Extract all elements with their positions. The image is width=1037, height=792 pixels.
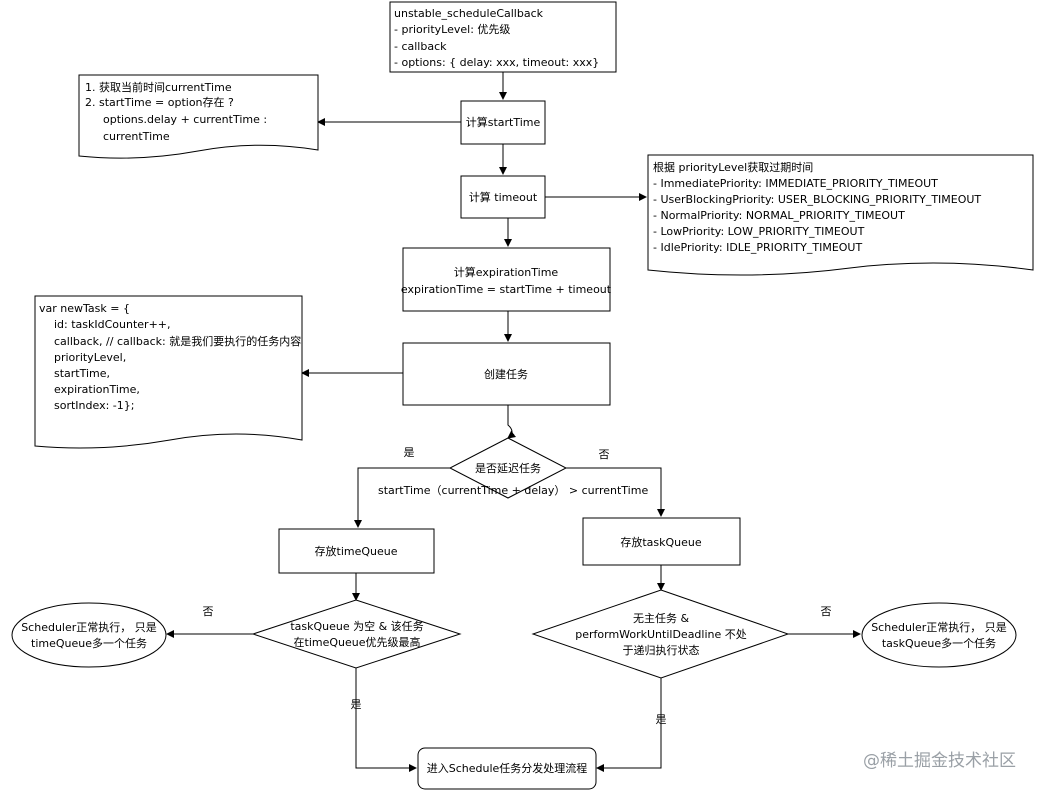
node-right-result: Scheduler正常执行， 只是 taskQueue多一个任务 bbox=[861, 602, 1017, 668]
schedule-callback-line: - options: { delay: xxx, timeout: xxx} bbox=[394, 56, 599, 69]
edge-right-check-to-dispatch bbox=[596, 678, 662, 772]
edge-label-yes-delayed: 是 bbox=[404, 446, 415, 459]
edge-label-no-left: 否 bbox=[203, 605, 214, 618]
timeout-note-line: - IdlePriority: IDLE_PRIORITY_TIMEOUT bbox=[653, 241, 862, 254]
schedule-callback-line: unstable_scheduleCallback bbox=[394, 7, 544, 20]
store-task-queue-label: 存放taskQueue bbox=[620, 535, 702, 549]
right-check-line: performWorkUntilDeadline 不处 bbox=[575, 628, 747, 641]
right-check-line: 无主任务 & bbox=[633, 612, 689, 625]
calc-timeout-label: 计算 timeout bbox=[469, 190, 538, 204]
note-timeout: 根据 priorityLevel获取过期时间 - ImmediatePriori… bbox=[647, 154, 1034, 276]
timeout-note-line: - ImmediatePriority: IMMEDIATE_PRIORITY_… bbox=[653, 177, 938, 190]
watermark: @稀土掘金技术社区 bbox=[863, 751, 1016, 771]
edge-decision-to-taskqueue bbox=[566, 467, 665, 517]
edge-label-no-right: 否 bbox=[821, 605, 832, 618]
node-dispatch: 进入Schedule任务分发处理流程 bbox=[417, 747, 597, 790]
edge-label-yes-right: 是 bbox=[656, 713, 667, 726]
note-new-task: var newTask = { id: taskIdCounter++, cal… bbox=[34, 295, 303, 449]
edge-create-to-decision bbox=[507, 405, 516, 439]
right-result-line: Scheduler正常执行， 只是 bbox=[871, 620, 1007, 634]
create-task-label: 创建任务 bbox=[484, 367, 528, 381]
right-result-line: taskQueue多一个任务 bbox=[882, 636, 996, 650]
new-task-note-line: expirationTime, bbox=[54, 383, 140, 396]
edge-decision-to-timequeue bbox=[354, 467, 450, 528]
edge-label-yes-left: 是 bbox=[351, 698, 362, 711]
node-store-task-queue: 存放taskQueue bbox=[582, 517, 741, 566]
new-task-note-line: callback, // callback: 就是我们要执行的任务内容 bbox=[54, 334, 301, 348]
edge-left-check-to-dispatch bbox=[355, 668, 417, 772]
is-delayed-label: 是否延迟任务 bbox=[475, 462, 541, 475]
node-calc-expiration: 计算expirationTime expirationTime = startT… bbox=[401, 247, 612, 312]
dispatch-label: 进入Schedule任务分发处理流程 bbox=[427, 761, 588, 775]
timeout-note-line: - LowPriority: LOW_PRIORITY_TIMEOUT bbox=[653, 225, 865, 238]
left-check-line: taskQueue 为空 & 该任务 bbox=[290, 619, 423, 633]
calc-start-time-label: 计算startTime bbox=[466, 115, 541, 129]
left-result-line: Scheduler正常执行， 只是 bbox=[21, 620, 157, 634]
new-task-note-line: id: taskIdCounter++, bbox=[54, 318, 171, 331]
edges bbox=[166, 72, 861, 772]
decision-is-delayed: 是否延迟任务 bbox=[448, 437, 568, 499]
node-calc-start-time: 计算startTime bbox=[460, 100, 546, 145]
new-task-note-line: sortIndex: -1}; bbox=[54, 399, 134, 412]
calc-expiration-line: 计算expirationTime bbox=[454, 265, 559, 279]
timeout-note-line: - UserBlockingPriority: USER_BLOCKING_PR… bbox=[653, 193, 981, 206]
calc-expiration-line: expirationTime = startTime + timeout bbox=[401, 283, 612, 296]
node-left-result: Scheduler正常执行， 只是 timeQueue多一个任务 bbox=[11, 602, 167, 668]
condition-label: startTime（currentTime + delay） > current… bbox=[378, 484, 648, 497]
timeout-note-line: 根据 priorityLevel获取过期时间 bbox=[653, 160, 813, 174]
start-time-note-line: 1. 获取当前时间currentTime bbox=[85, 80, 232, 94]
node-schedule-callback: unstable_scheduleCallback - priorityLeve… bbox=[389, 1, 617, 73]
store-time-queue-label: 存放timeQueue bbox=[315, 544, 398, 558]
left-check-line: 在timeQueue优先级最高 bbox=[294, 635, 421, 649]
left-result-line: timeQueue多一个任务 bbox=[31, 636, 147, 650]
right-check-line: 于递归执行状态 bbox=[623, 643, 700, 657]
node-create-task: 创建任务 bbox=[402, 342, 611, 406]
start-time-note-line: options.delay + currentTime : bbox=[103, 113, 267, 126]
new-task-note-line: priorityLevel, bbox=[54, 351, 126, 364]
timeout-note-line: - NormalPriority: NORMAL_PRIORITY_TIMEOU… bbox=[653, 209, 905, 222]
schedule-callback-line: - priorityLevel: 优先级 bbox=[394, 23, 510, 36]
new-task-note-line: startTime, bbox=[54, 367, 110, 380]
decision-right-check: 无主任务 & performWorkUntilDeadline 不处 于递归执行… bbox=[531, 589, 790, 679]
start-time-note-line: 2. startTime = option存在 ? bbox=[85, 95, 234, 109]
edge-label-no-delayed: 否 bbox=[599, 448, 610, 461]
node-store-time-queue: 存放timeQueue bbox=[278, 528, 435, 574]
new-task-note-line: var newTask = { bbox=[39, 302, 130, 315]
decision-left-check: taskQueue 为空 & 该任务 在timeQueue优先级最高 bbox=[251, 599, 462, 669]
node-calc-timeout: 计算 timeout bbox=[460, 175, 546, 219]
start-time-note-line: currentTime bbox=[103, 130, 170, 143]
note-start-time: 1. 获取当前时间currentTime 2. startTime = opti… bbox=[78, 74, 319, 159]
schedule-callback-line: - callback bbox=[394, 40, 447, 53]
